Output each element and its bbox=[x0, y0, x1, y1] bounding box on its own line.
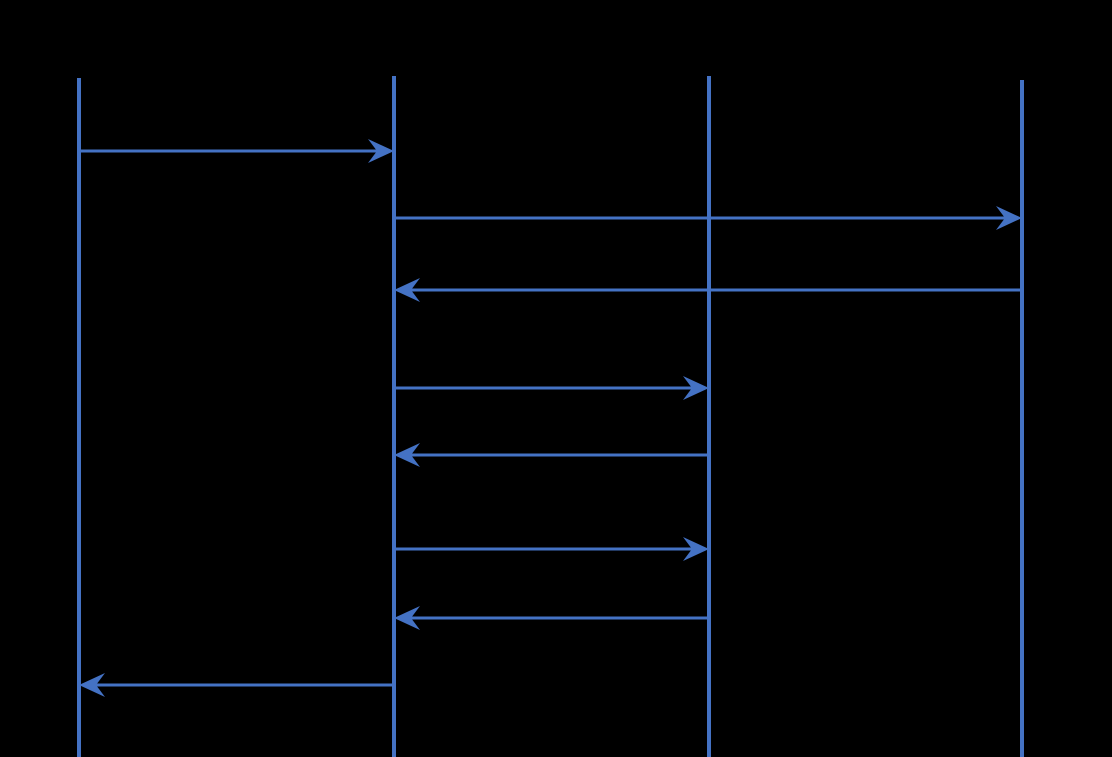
message-1 bbox=[79, 139, 394, 163]
message-2 bbox=[394, 206, 1022, 230]
arrowhead-right-icon bbox=[996, 206, 1022, 230]
arrowhead-left-icon bbox=[394, 278, 420, 302]
arrowhead-left-icon bbox=[394, 606, 420, 630]
arrowhead-right-icon bbox=[683, 376, 709, 400]
arrowhead-right-icon bbox=[368, 139, 394, 163]
message-4 bbox=[394, 376, 709, 400]
arrowhead-left-icon bbox=[394, 443, 420, 467]
message-5 bbox=[394, 443, 709, 467]
arrowhead-right-icon bbox=[683, 537, 709, 561]
message-6 bbox=[394, 537, 709, 561]
message-8 bbox=[79, 673, 394, 697]
message-7 bbox=[394, 606, 709, 630]
message-3 bbox=[394, 278, 1022, 302]
arrowhead-left-icon bbox=[79, 673, 105, 697]
